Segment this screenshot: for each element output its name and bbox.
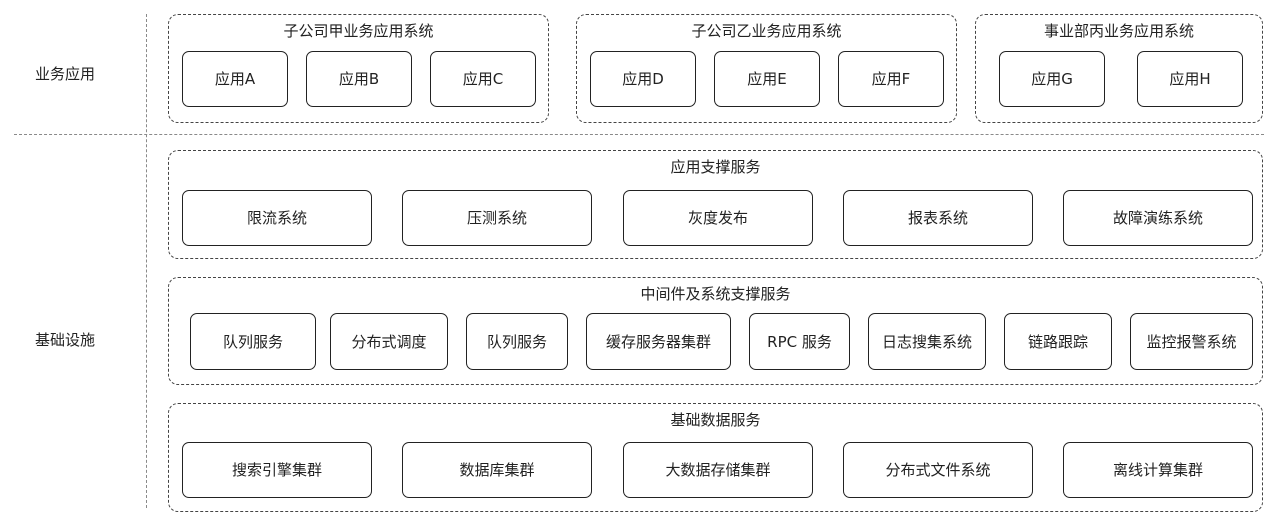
layer-label-infrastructure: 基础设施 — [34, 331, 95, 349]
group-title: 基础数据服务 — [670, 411, 761, 429]
app-box: 应用D — [590, 51, 696, 107]
middleware-box: 缓存服务器集群 — [586, 313, 731, 370]
group-title: 中间件及系统支撑服务 — [640, 285, 791, 303]
data-service-box: 搜索引擎集群 — [182, 442, 372, 498]
group-title: 应用支撑服务 — [670, 158, 761, 176]
middleware-box: 队列服务 — [190, 313, 316, 370]
data-service-box: 数据库集群 — [402, 442, 592, 498]
app-box: 应用B — [306, 51, 412, 107]
data-service-box: 分布式文件系统 — [843, 442, 1033, 498]
app-box: 应用A — [182, 51, 288, 107]
service-box: 限流系统 — [182, 190, 372, 246]
app-box: 应用C — [430, 51, 536, 107]
app-box: 应用E — [714, 51, 820, 107]
app-box: 应用F — [838, 51, 944, 107]
group-title: 子公司甲业务应用系统 — [283, 22, 434, 40]
data-services-group: 基础数据服务 搜索引擎集群 数据库集群 大数据存储集群 分布式文件系统 离线计算… — [168, 403, 1263, 512]
layer-label-business: 业务应用 — [34, 65, 95, 83]
middleware-box: 链路跟踪 — [1004, 313, 1112, 370]
layer-divider-horizontal — [14, 134, 1264, 135]
business-group-b: 子公司乙业务应用系统 应用D 应用E 应用F — [576, 14, 957, 123]
data-service-box: 离线计算集群 — [1063, 442, 1253, 498]
app-box: 应用H — [1137, 51, 1243, 107]
middleware-box: 监控报警系统 — [1130, 313, 1253, 370]
service-box: 压测系统 — [402, 190, 592, 246]
group-title: 子公司乙业务应用系统 — [691, 22, 842, 40]
business-group-a: 子公司甲业务应用系统 应用A 应用B 应用C — [168, 14, 549, 123]
service-box: 灰度发布 — [623, 190, 813, 246]
group-title: 事业部丙业务应用系统 — [1043, 22, 1194, 40]
middleware-box: 日志搜集系统 — [868, 313, 986, 370]
service-box: 报表系统 — [843, 190, 1033, 246]
business-group-c: 事业部丙业务应用系统 应用G 应用H — [975, 14, 1263, 123]
middleware-box: 队列服务 — [466, 313, 568, 370]
layer-divider-vertical — [146, 14, 147, 508]
service-box: 故障演练系统 — [1063, 190, 1253, 246]
middleware-box: RPC 服务 — [749, 313, 850, 370]
support-services-group: 应用支撑服务 限流系统 压测系统 灰度发布 报表系统 故障演练系统 — [168, 150, 1263, 259]
data-service-box: 大数据存储集群 — [623, 442, 813, 498]
middleware-box: 分布式调度 — [330, 313, 448, 370]
app-box: 应用G — [999, 51, 1105, 107]
middleware-group: 中间件及系统支撑服务 队列服务 分布式调度 队列服务 缓存服务器集群 RPC 服… — [168, 277, 1263, 385]
